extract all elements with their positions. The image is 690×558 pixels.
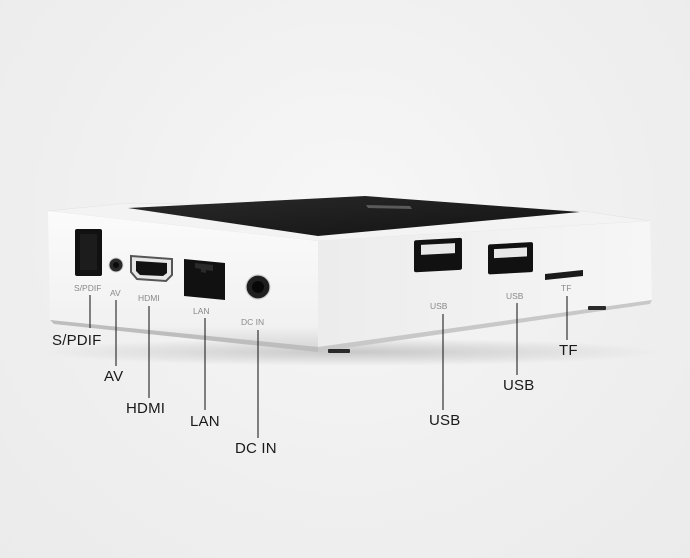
bottom-edge-side [318,300,652,352]
print-dc-in: DC IN [241,317,264,327]
print-lan: LAN [193,306,210,316]
callout-av: AV [104,368,124,385]
callout-lan: LAN [190,413,220,430]
usb-port-right [488,242,533,275]
print-spdif: S/PDIF [74,283,101,293]
callout-lines [89,295,568,438]
tf-slot [545,270,583,280]
callout-usb-right: USB [503,377,535,394]
lan-port [184,259,225,300]
print-tf: TF [561,283,571,293]
foot-left [328,349,350,353]
callout-hdmi: HDMI [126,400,166,417]
foot-right [588,306,606,310]
callout-spdif: S/PDIF [52,332,102,349]
usb-port-left [414,237,462,273]
print-usb-left: USB [430,301,448,311]
callout-tf: TF [559,342,578,359]
bottom-edge [50,320,318,352]
print-usb-right: USB [506,291,524,301]
print-av: AV [110,288,121,298]
print-hdmi: HDMI [138,293,160,303]
callout-usb-left: USB [429,412,461,429]
top-logo-mark [366,205,412,209]
top-panel [128,196,580,236]
side-face [318,221,652,347]
callout-dc-in: DC IN [235,440,277,457]
